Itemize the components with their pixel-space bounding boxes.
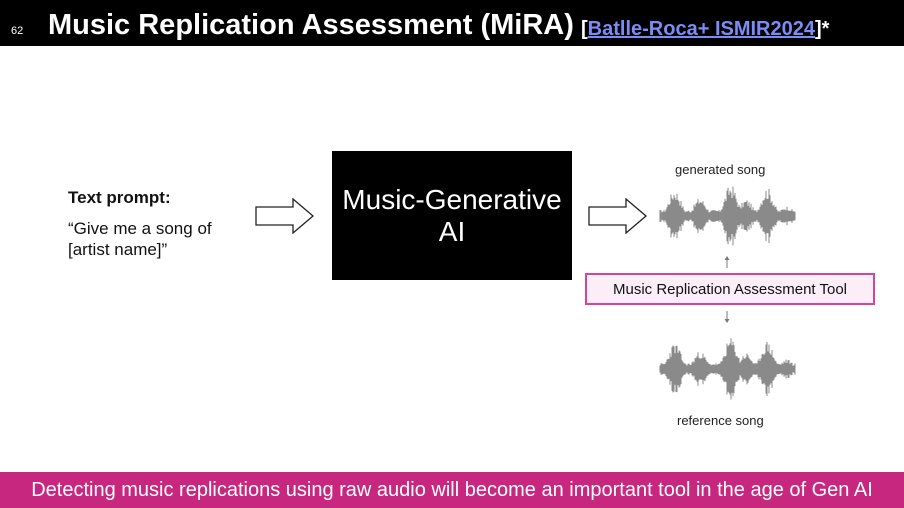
citation-open: [ bbox=[581, 18, 588, 40]
waveform-icon bbox=[659, 186, 796, 246]
model-line-2: AI bbox=[438, 215, 466, 247]
replication-assessment-tool: Music Replication Assessment Tool bbox=[585, 273, 875, 305]
slide-number: 62 bbox=[11, 25, 24, 37]
citation-close: ]* bbox=[815, 18, 830, 40]
right-arrow-icon bbox=[255, 198, 315, 234]
up-arrow-icon bbox=[724, 256, 730, 268]
prompt-line-2: [artist name]” bbox=[68, 240, 168, 259]
generated-song-label: generated song bbox=[675, 162, 766, 177]
waveform-icon bbox=[659, 338, 796, 400]
model-box: Music-Generative AI bbox=[332, 151, 572, 280]
right-arrow-icon bbox=[588, 198, 648, 234]
prompt-body: “Give me a song of [artist name]” bbox=[68, 218, 268, 260]
footer-banner: Detecting music replications using raw a… bbox=[0, 472, 904, 508]
citation-link[interactable]: Batlle-Roca+ ISMIR2024 bbox=[587, 18, 815, 40]
down-arrow-icon bbox=[724, 311, 730, 323]
model-line-1: Music-Generative bbox=[342, 183, 562, 215]
prompt-line-1: “Give me a song of bbox=[68, 219, 212, 238]
reference-song-label: reference song bbox=[677, 413, 764, 428]
prompt-heading: Text prompt: bbox=[68, 188, 171, 207]
slide-title: Music Replication Assessment (MiRA) bbox=[48, 9, 574, 41]
title-bar: 62 Music Replication Assessment (MiRA) [… bbox=[0, 0, 904, 46]
citation: [Batlle-Roca+ ISMIR2024]* bbox=[581, 18, 829, 41]
